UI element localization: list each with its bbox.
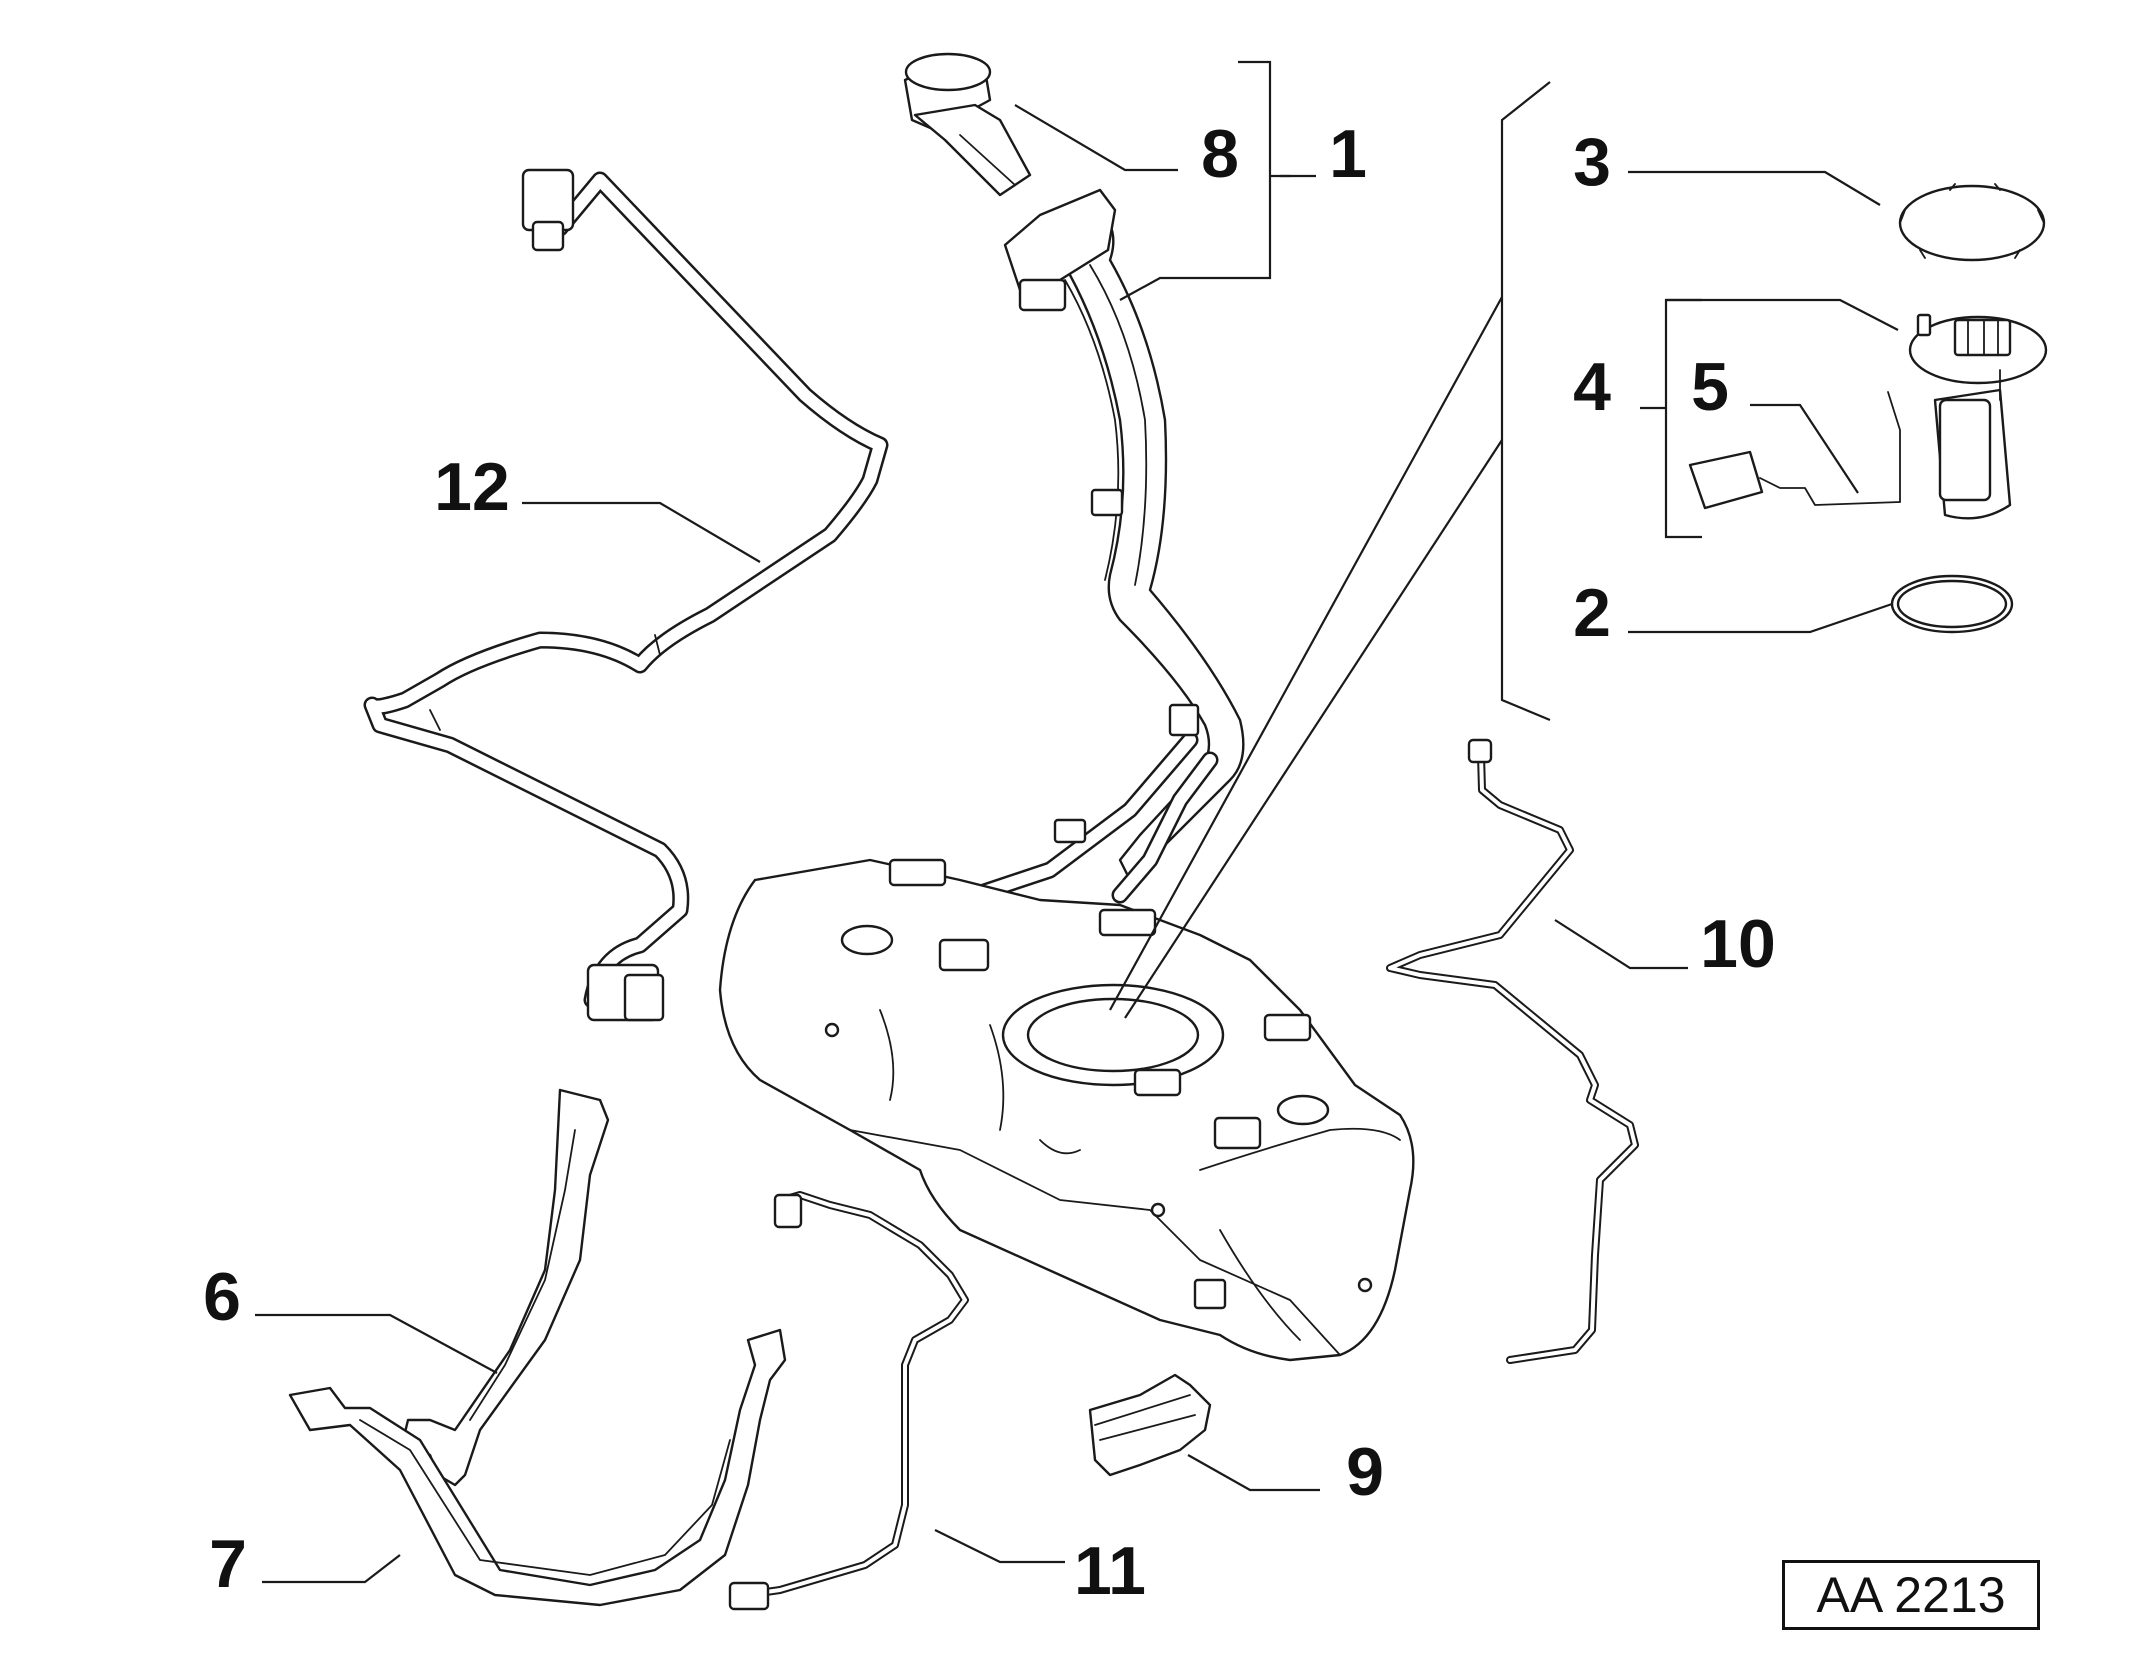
callout-12: 12 bbox=[434, 449, 510, 525]
callout-6: 6 bbox=[203, 1259, 241, 1335]
callout-labels: 1 2 3 4 5 6 7 8 9 10 11 12 bbox=[203, 116, 1776, 1609]
bracket-pump-assembly bbox=[1500, 81, 1551, 722]
part-12-breather-hose bbox=[363, 168, 889, 1022]
fuel-tank bbox=[718, 858, 1415, 1362]
part-5-level-sender bbox=[1688, 391, 1901, 510]
part-9-heat-shield bbox=[1088, 1373, 1212, 1477]
part-10-supply-line bbox=[1386, 738, 1639, 1364]
callout-2: 2 bbox=[1573, 575, 1611, 651]
callout-10: 10 bbox=[1700, 906, 1776, 982]
part-8-filler-cap bbox=[903, 52, 1032, 197]
callout-9: 9 bbox=[1346, 1434, 1384, 1510]
callout-3: 3 bbox=[1573, 124, 1611, 200]
part-11-return-line bbox=[728, 1191, 969, 1611]
part-4-fuel-pump bbox=[1908, 313, 2048, 520]
part-3-locking-ring bbox=[1898, 183, 2046, 262]
callout-4: 4 bbox=[1573, 349, 1611, 425]
callout-5: 5 bbox=[1691, 349, 1729, 425]
part-7-tank-strap bbox=[288, 1328, 787, 1607]
callout-1: 1 bbox=[1329, 116, 1367, 192]
part-1-filler-neck bbox=[951, 188, 1245, 909]
callout-7: 7 bbox=[209, 1526, 247, 1602]
callout-8: 8 bbox=[1201, 116, 1239, 192]
reference-code: AA 2213 bbox=[1816, 1567, 2006, 1623]
part-2-seal bbox=[1890, 574, 2014, 634]
reference-code-box: AA 2213 bbox=[1782, 1560, 2040, 1630]
callout-11: 11 bbox=[1074, 1533, 1146, 1609]
leader-lines bbox=[255, 104, 1899, 1584]
part-6-tank-strap bbox=[400, 1088, 610, 1487]
